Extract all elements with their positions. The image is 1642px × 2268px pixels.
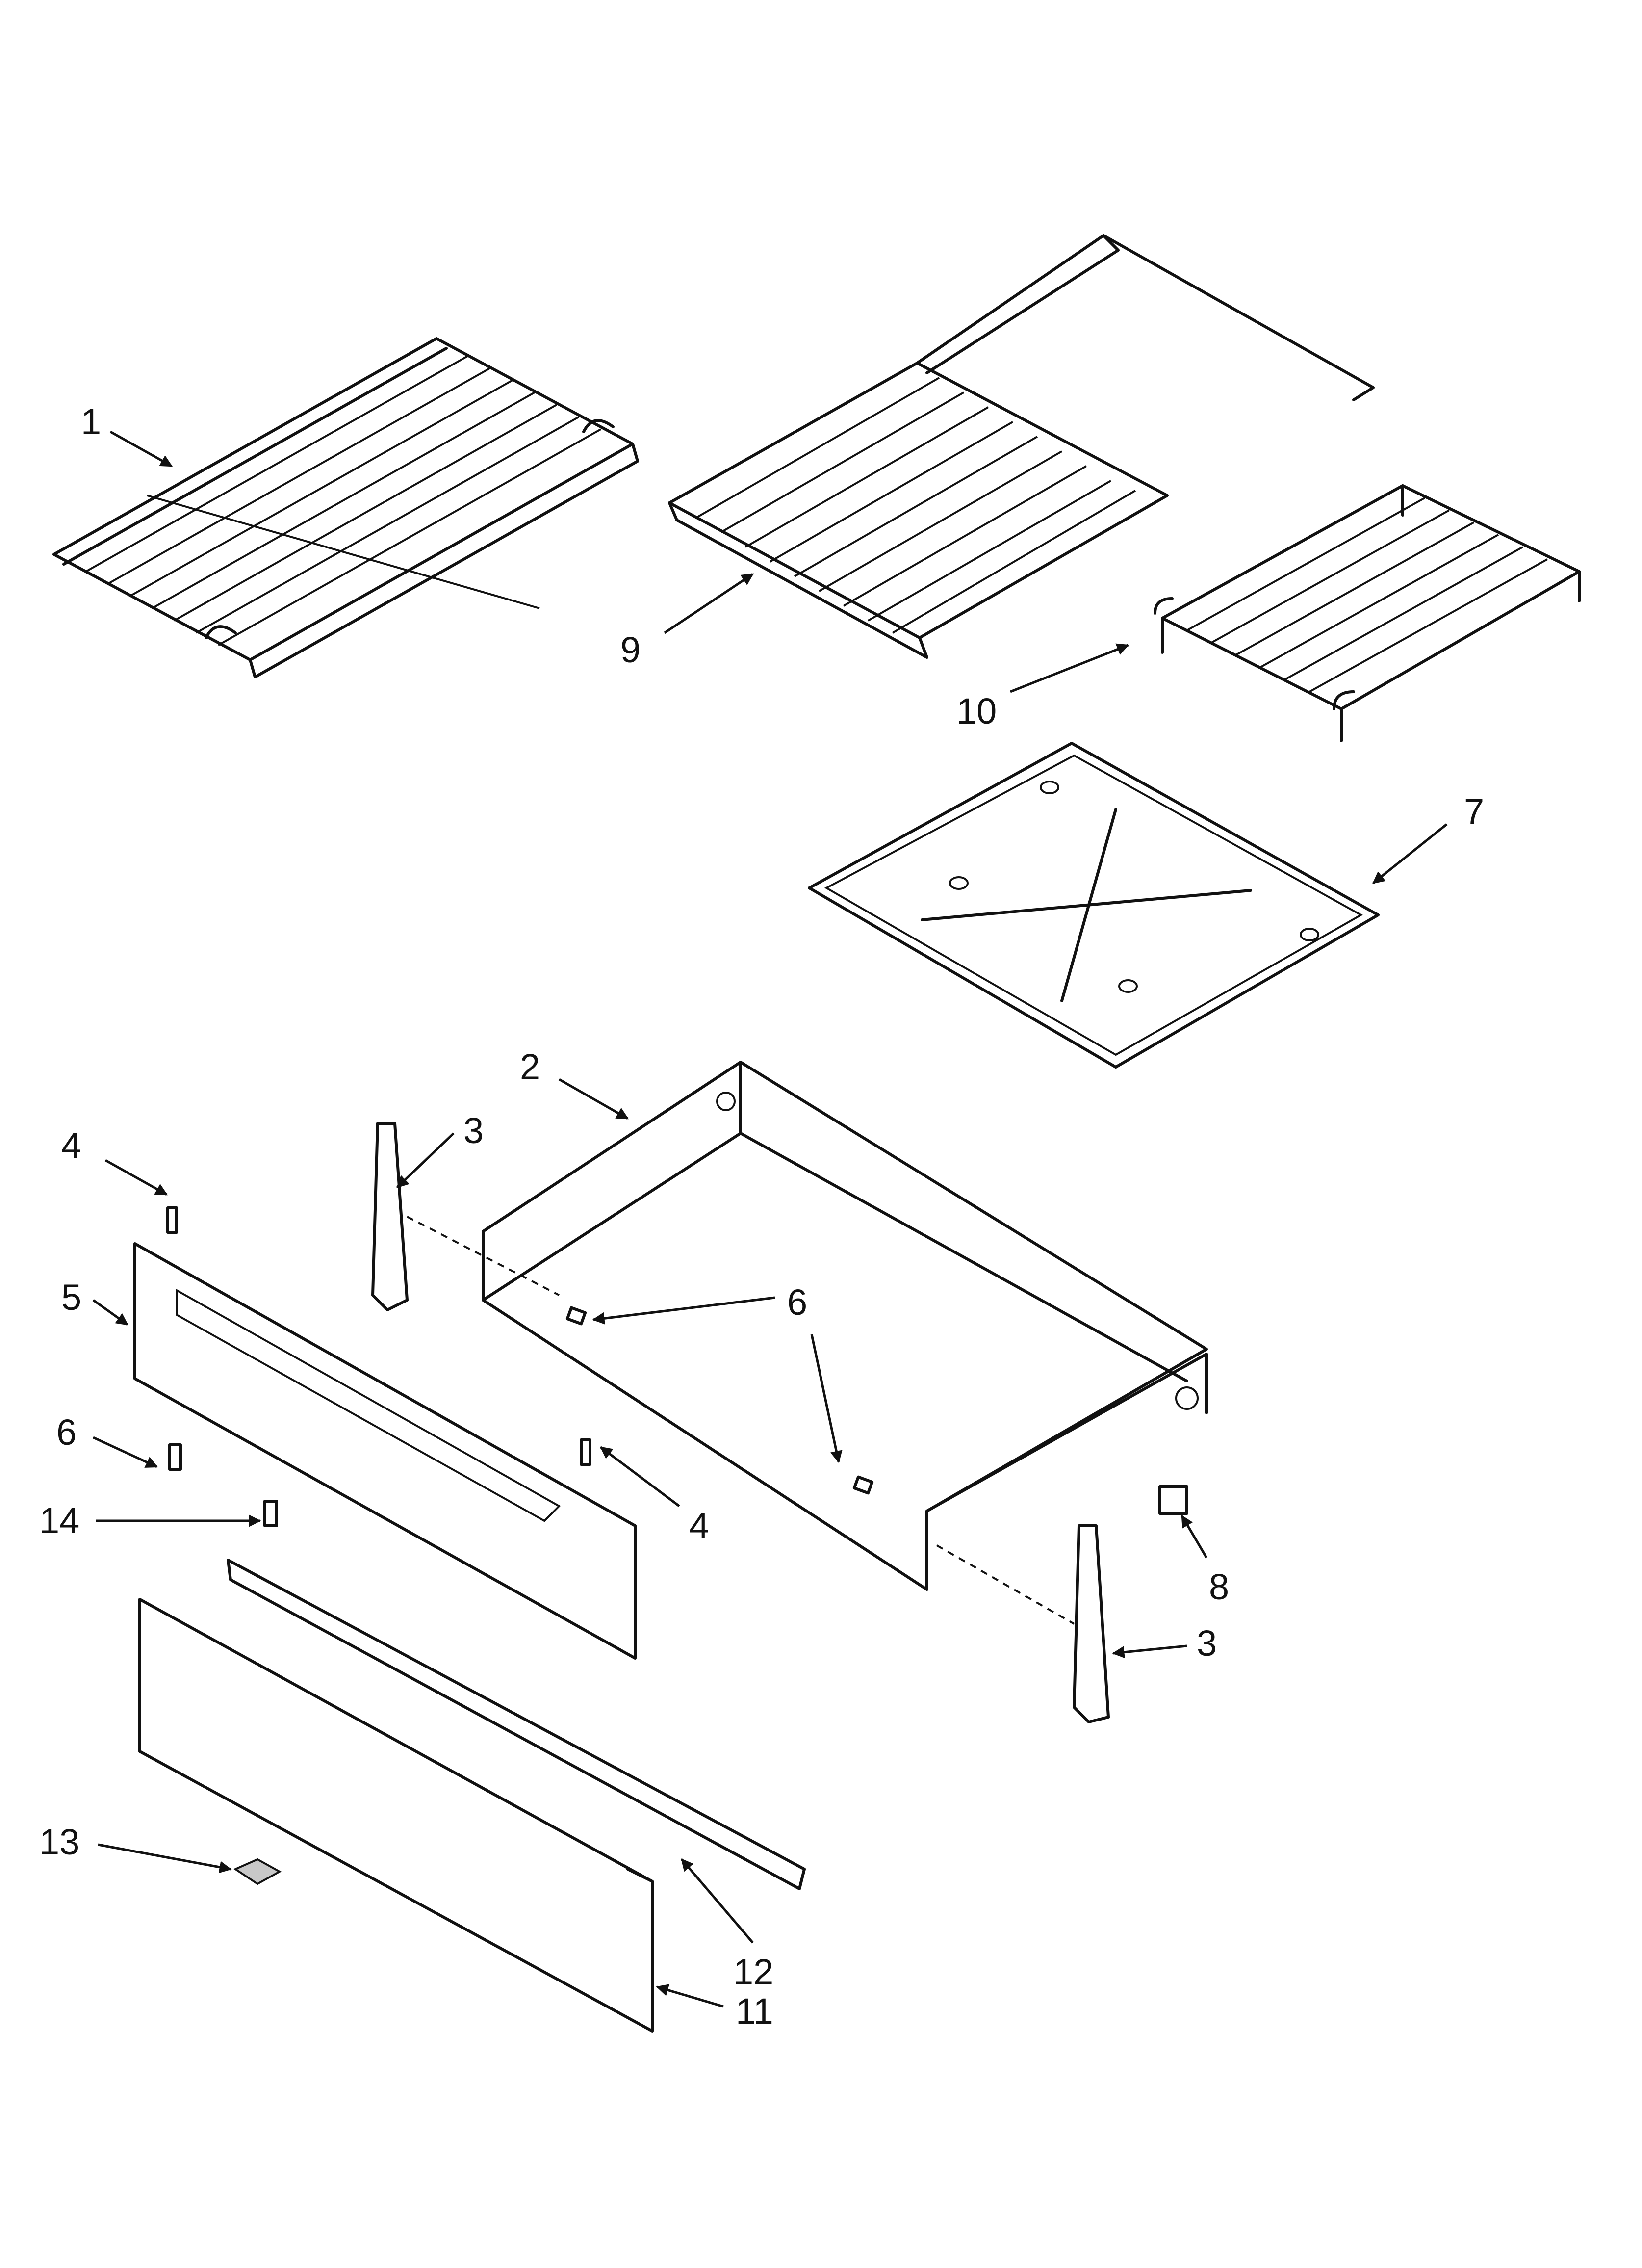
- screw-4b: [580, 1438, 591, 1466]
- drip-pan: [808, 742, 1380, 1069]
- callout-1: 1: [81, 401, 101, 442]
- screw-4a: [166, 1206, 178, 1234]
- callout-2: 2: [520, 1046, 540, 1087]
- screw-6b: [565, 1306, 587, 1326]
- drawer-slide-right: [1073, 1524, 1110, 1723]
- callout-4a: 4: [61, 1125, 81, 1166]
- screw-6c: [852, 1475, 874, 1495]
- callout-6a: 6: [787, 1282, 807, 1323]
- callout-13: 13: [39, 1822, 79, 1862]
- callout-8: 8: [1209, 1566, 1229, 1607]
- screw-6a: [168, 1443, 182, 1471]
- clip-8: [1158, 1485, 1188, 1515]
- drawer-front: [133, 1242, 637, 1660]
- callout-10: 10: [956, 691, 997, 731]
- drawer-body: [482, 1061, 1208, 1591]
- bottom-panel: [138, 1598, 654, 2033]
- callout-5: 5: [61, 1277, 81, 1318]
- callout-3a: 3: [463, 1110, 484, 1151]
- callout-6b: 6: [56, 1412, 77, 1453]
- callout-14: 14: [39, 1500, 79, 1541]
- sliding-oven-rack: [668, 234, 1375, 659]
- callout-labels: 1 9 10 7 2 3 3 4 4 5 6 6 14 8 13 12 11: [39, 401, 1484, 2032]
- callout-3b: 3: [1197, 1623, 1217, 1664]
- oven-rack: [52, 337, 639, 678]
- callout-7: 7: [1464, 791, 1484, 832]
- drawer-rail: [227, 1559, 806, 1890]
- drawer-slide-left: [371, 1122, 409, 1311]
- callout-9: 9: [620, 629, 641, 670]
- leader-lines: [92, 430, 1448, 2008]
- callout-4b: 4: [689, 1505, 709, 1546]
- callout-12: 12: [733, 1952, 773, 1992]
- callout-11: 11: [736, 1991, 773, 2032]
- half-rack: [1154, 484, 1581, 742]
- clip-13: [233, 1858, 282, 1885]
- screw-14: [263, 1500, 278, 1527]
